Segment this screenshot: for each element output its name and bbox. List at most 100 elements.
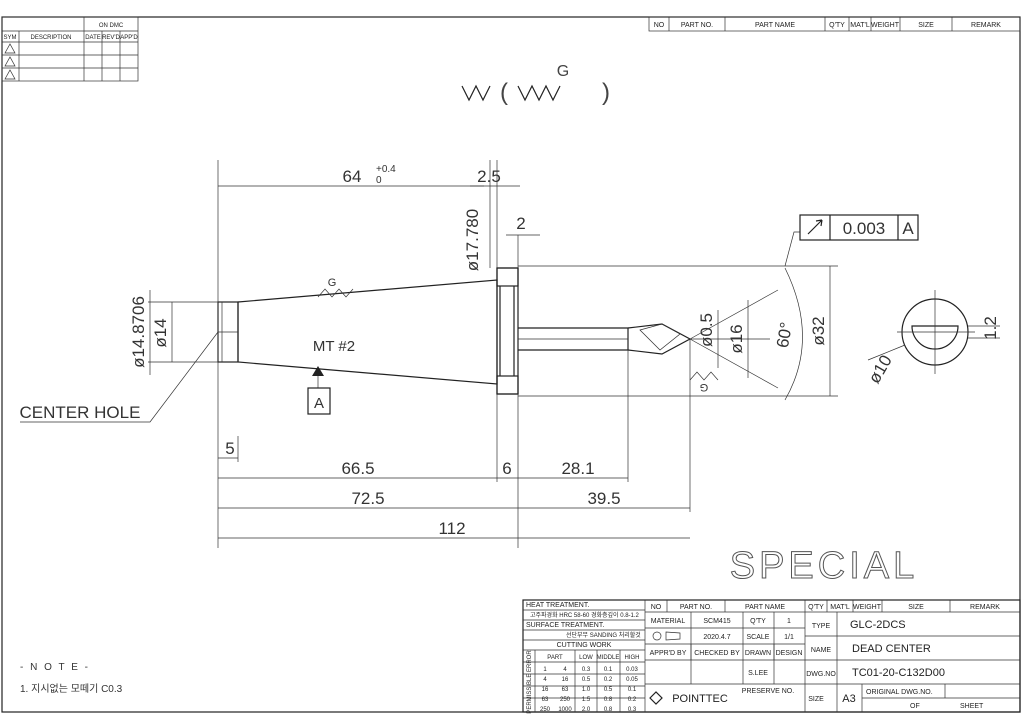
top-col-weight: WEIGHT	[871, 22, 900, 29]
dimensions-left: ø14.8706 ø14 CENTER HOLE	[20, 290, 219, 423]
tolerance-side-label: PERMISSIBLE ERROR	[527, 650, 533, 714]
dim-14-8706: ø14.8706	[129, 296, 148, 368]
sheet-label: SHEET	[960, 703, 984, 710]
date-value: 2020.4.7	[703, 634, 730, 641]
dwgno-value: TC01-20-C132D00	[852, 667, 945, 679]
company-logo-icon	[649, 691, 663, 705]
tb-col-part-name: PART NAME	[745, 604, 785, 611]
tb-col-part-no: PART NO.	[680, 604, 712, 611]
cw-cell: 16	[542, 687, 549, 693]
cw-col-high: HIGH	[625, 655, 640, 661]
of-label: OF	[910, 703, 920, 710]
drawn-label: DRAWN	[745, 650, 771, 657]
dim-1-2: 1.2	[981, 316, 1000, 340]
cw-col-part: PART	[547, 655, 563, 661]
projection-cone-icon	[665, 631, 681, 641]
surface-finish-general: ( G )	[461, 63, 610, 106]
top-col-part-name: PART NAME	[755, 22, 795, 29]
svg-text:): )	[602, 79, 610, 106]
dim-2-5: 2.5	[477, 167, 501, 186]
cw-cell: 0.2	[604, 677, 613, 683]
rev-col-sym: SYM	[3, 35, 16, 41]
scale-value: 1/1	[784, 634, 794, 641]
company-name: POINTTEC	[672, 693, 728, 705]
top-col-size: SIZE	[918, 22, 934, 29]
qty-label: Q'TY	[750, 618, 766, 625]
top-col-matl: MAT'L	[850, 22, 870, 29]
dimensions-horizontal: 64 +0.4 0 2.5 ø17.780 2 5 66.5 6 28.1 72…	[217, 160, 691, 548]
cw-cell: 1	[543, 667, 547, 673]
dim-28-1: 28.1	[561, 459, 594, 478]
drawn-name: S.LEE	[748, 670, 768, 677]
heat-treatment-label: HEAT TREATMENT.	[526, 602, 589, 609]
svg-text:(: (	[500, 79, 508, 106]
cutting-work-title: CUTTING WORK	[557, 642, 612, 649]
cw-cell: 63	[542, 697, 549, 703]
cw-col-low: LOW	[579, 655, 593, 661]
cw-cell: 0.2	[628, 697, 637, 703]
dim-14: ø14	[151, 318, 170, 347]
datum-a-label: A	[314, 395, 324, 412]
cw-cell: 0.03	[626, 667, 638, 673]
preserve-no-label: PRESERVE NO.	[742, 688, 794, 695]
cw-cell: 0.1	[604, 667, 613, 673]
cw-cell: 250	[560, 697, 571, 703]
tip-section-view: ø10 1.2	[865, 290, 1000, 387]
taper-finish-label: G	[328, 277, 337, 289]
surface-treatment-value: 선단부무 SANDING 처리할것	[566, 631, 641, 639]
dim-112: 112	[438, 519, 465, 538]
runout-datum: A	[902, 219, 914, 238]
original-dwg-label: ORIGINAL DWG.NO.	[866, 689, 933, 696]
cw-cell: 1000	[558, 707, 572, 713]
type-label: TYPE	[812, 623, 831, 630]
cw-cell: 0.3	[582, 667, 591, 673]
rev-header: ON DMC	[99, 23, 124, 29]
dim-17-780: ø17.780	[463, 209, 482, 271]
runout-value: 0.003	[843, 219, 886, 238]
top-col-qty: Q'TY	[829, 22, 845, 29]
cw-cell: 0.5	[604, 687, 613, 693]
cw-cell: 0.5	[582, 677, 591, 683]
runout-frame	[799, 214, 919, 241]
dim-39-5: 39.5	[587, 489, 620, 508]
dim-64-tol-plus: +0.4	[376, 164, 396, 175]
tb-col-matl: MAT'L	[830, 604, 850, 611]
material-value: SCM415	[703, 618, 730, 625]
dim-64-tol-minus: 0	[376, 175, 382, 186]
heat-treatment-value: 고주파경화 HRC 58-60 경화층깊이 0.8-1.2	[530, 611, 640, 619]
parts-list-header-top: NO PART NO. PART NAME Q'TY MAT'L WEIGHT …	[648, 16, 1021, 32]
tb-col-weight: WEIGHT	[853, 604, 882, 611]
size-value: A3	[842, 693, 855, 705]
dim-6: 6	[502, 459, 511, 478]
finish-grade-label: G	[557, 63, 569, 80]
tip-finish-label: G	[700, 381, 709, 393]
cw-cell: 1.5	[582, 697, 591, 703]
qty-value: 1	[787, 618, 791, 625]
rev-col-revd: REV'D	[102, 35, 120, 41]
cw-cell: 0.3	[628, 707, 637, 713]
center-hole-label: CENTER HOLE	[20, 403, 141, 422]
top-col-remark: REMARK	[971, 22, 1001, 29]
title-block: HEAT TREATMENT. 고주파경화 HRC 58-60 경화층깊이 0.…	[522, 599, 1021, 714]
name-value: DEAD CENTER	[852, 643, 931, 655]
projection-circle-icon	[652, 631, 662, 641]
cw-cell: 0.1	[628, 687, 637, 693]
size-label: SIZE	[808, 696, 824, 703]
sheet-border	[1, 16, 1021, 713]
special-stamp: SPECIAL	[730, 545, 919, 587]
cw-cell: 0.8	[604, 697, 613, 703]
dim-32: ø32	[809, 316, 828, 345]
cw-cell: 250	[540, 707, 551, 713]
cw-cell: 4	[543, 677, 547, 683]
runout-arrow-icon	[807, 219, 823, 235]
morse-taper-label: MT #2	[313, 338, 355, 355]
dim-2: 2	[516, 214, 525, 233]
top-col-part-no: PART NO.	[681, 22, 713, 29]
notes-title: - N O T E -	[20, 662, 90, 673]
dim-60-deg: 60°	[773, 321, 796, 350]
scale-label: SCALE	[747, 634, 770, 641]
rev-col-date: DATE	[85, 35, 101, 41]
dwgno-label: DWG.NO	[806, 671, 836, 678]
surface-treatment-label: SURFACE TREATMENT.	[526, 622, 604, 629]
